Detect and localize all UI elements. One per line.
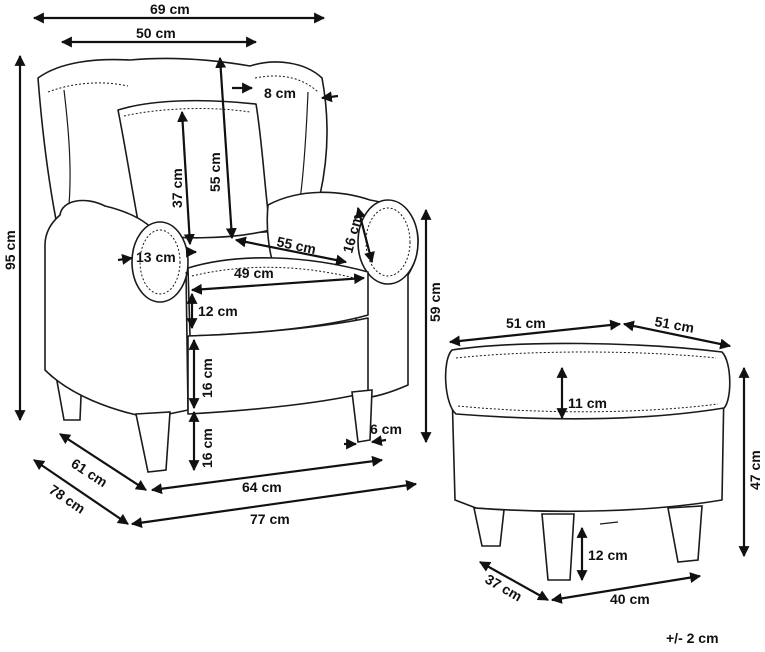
label-pillow-height: 37 cm [169, 168, 185, 208]
dim-wing-depth-right [320, 91, 339, 103]
label-armrest-width: 13 cm [136, 249, 176, 265]
armchair-drawing [37, 57, 419, 473]
label-ottoman-cushion-height: 11 cm [568, 395, 607, 411]
dim-ottoman-leg-depth [479, 561, 549, 601]
label-arm-height: 59 cm [427, 282, 443, 322]
armchair-front-left-leg [135, 411, 171, 473]
dim-ottoman-top-width [448, 319, 622, 347]
label-ottoman-leg-width: 40 cm [610, 591, 650, 607]
armchair-front-right-leg [351, 389, 373, 443]
dim-armrest-width-left [117, 253, 134, 265]
dim-total-depth [33, 459, 129, 525]
label-total-height: 95 cm [2, 230, 18, 270]
label-total-width: 77 cm [250, 511, 290, 527]
dim-seat-width [190, 273, 366, 295]
label-seat-width: 49 cm [234, 265, 274, 281]
dim-backrest-height [215, 56, 237, 240]
dim-total-width [130, 479, 418, 529]
label-width-top: 69 cm [150, 1, 190, 17]
label-back-inner-width: 50 cm [136, 25, 176, 41]
ottoman-drawing [444, 342, 731, 581]
label-ottoman-total-height: 47 cm [747, 450, 763, 490]
armchair-pillow [117, 99, 271, 239]
label-ottoman-top-depth: 51 cm [653, 313, 695, 336]
armchair-dimensions: 69 cm 50 cm 8 cm 95 cm 37 cm 55 cm 16 cm… [2, 1, 443, 529]
label-leg-size: 6 cm [370, 421, 402, 437]
label-ottoman-top-width: 51 cm [506, 315, 546, 331]
label-ottoman-leg-height: 12 cm [588, 547, 628, 563]
label-leg-height: 16 cm [199, 428, 215, 468]
ottoman-front-right-leg [541, 513, 575, 581]
label-base-front-height: 16 cm [199, 358, 215, 398]
dim-pillow-height [177, 110, 195, 246]
label-total-depth: 78 cm [46, 481, 88, 516]
dim-ottoman-top-depth [622, 320, 732, 350]
label-wing-depth: 8 cm [264, 85, 296, 101]
dim-ottoman-leg-width [550, 572, 702, 604]
tolerance-note: +/- 2 cm [666, 630, 719, 646]
label-leg-width: 64 cm [242, 479, 282, 495]
label-leg-depth: 61 cm [68, 455, 110, 490]
ottoman-front-left-leg [472, 507, 505, 547]
label-seat-cushion-height: 12 cm [198, 303, 238, 319]
dim-leg-size-right [370, 435, 387, 447]
ottoman-back-right-leg [667, 505, 703, 563]
dim-seat-depth [234, 236, 348, 266]
dim-armrest-thickness [355, 206, 375, 264]
label-backrest-height: 55 cm [207, 152, 223, 192]
